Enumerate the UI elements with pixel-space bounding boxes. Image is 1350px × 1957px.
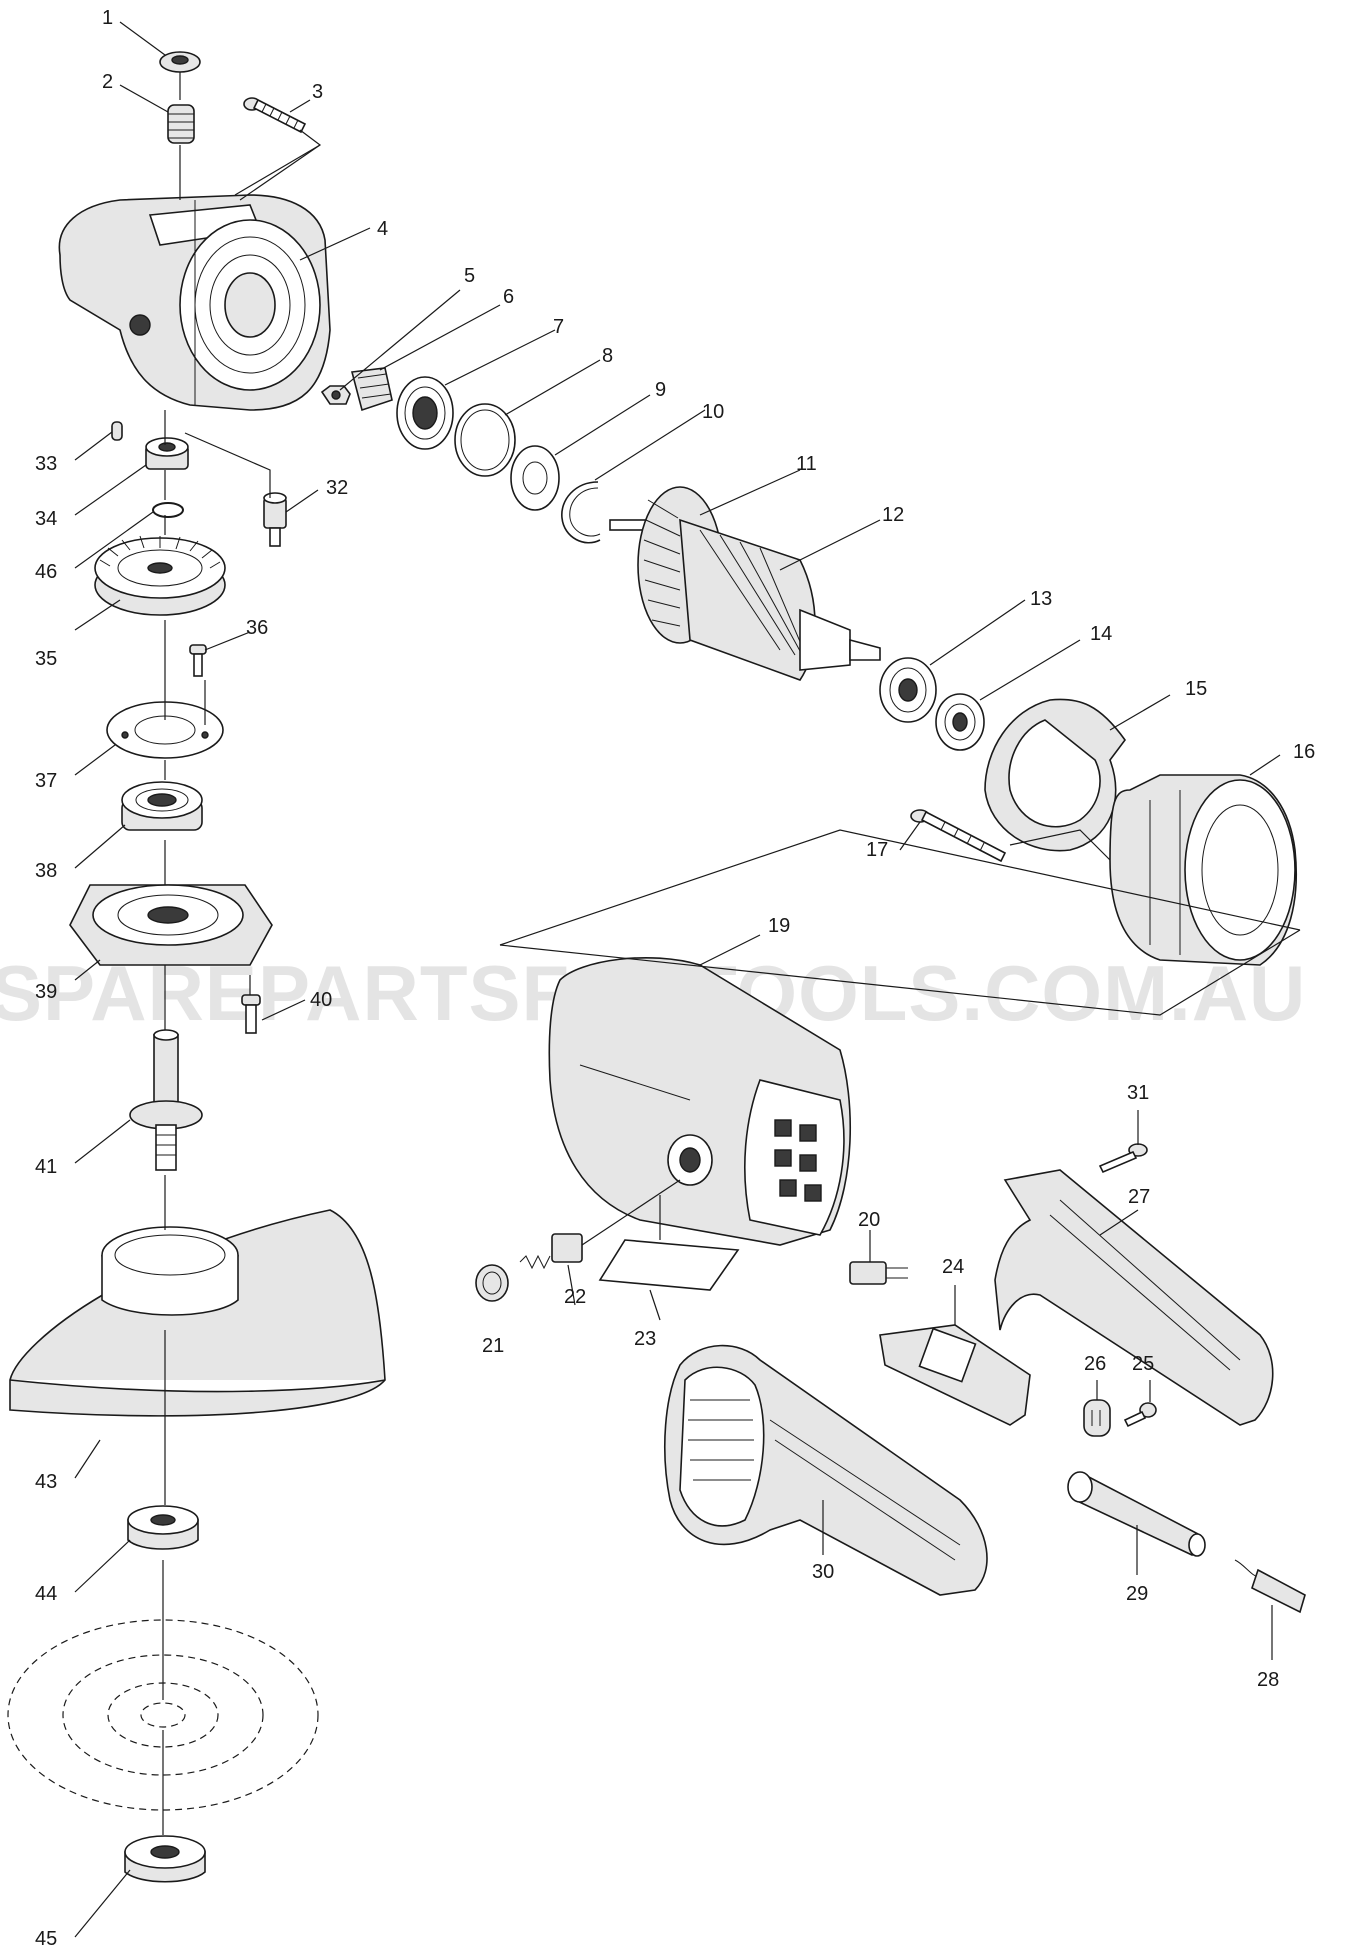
label-38: 38 (35, 860, 57, 882)
label-4: 4 (377, 218, 388, 240)
part-16-field-stator[interactable] (1109, 774, 1298, 966)
part-19-motor-housing[interactable] (548, 957, 852, 1246)
part-37-bearing-plate[interactable] (106, 701, 224, 759)
label-29: 29 (1126, 1583, 1148, 1605)
part-15-baffle-plate[interactable] (984, 698, 1126, 852)
label-21: 21 (482, 1335, 504, 1357)
part-32-shaft-lock[interactable] (263, 492, 287, 547)
part-41-spindle[interactable] (129, 1029, 203, 1171)
part-25-screw[interactable] (1123, 1402, 1157, 1428)
part-9-washer[interactable] (510, 445, 560, 511)
label-13: 13 (1030, 588, 1052, 610)
label-22: 22 (564, 1286, 586, 1308)
part-13-bearing[interactable] (879, 657, 937, 723)
part-27-handle-cover[interactable] (994, 1169, 1274, 1426)
part-40-screw[interactable] (241, 994, 261, 1034)
label-45: 45 (35, 1928, 57, 1950)
part-20-noise-suppressor[interactable] (849, 1261, 908, 1285)
label-6: 6 (503, 286, 514, 308)
label-8: 8 (602, 345, 613, 367)
label-14: 14 (1090, 623, 1112, 645)
label-25: 25 (1132, 1353, 1154, 1375)
part-4-gear-housing[interactable] (58, 194, 331, 411)
label-41: 41 (35, 1156, 57, 1178)
part-39-bearing-box[interactable] (69, 884, 273, 966)
part-6-pinion[interactable] (350, 367, 393, 412)
leader-lines (74, 21, 1301, 1938)
part-21-brush-holder-cap[interactable] (475, 1264, 509, 1302)
label-9: 9 (655, 379, 666, 401)
label-26: 26 (1084, 1353, 1106, 1375)
part-3-screw[interactable] (243, 97, 307, 134)
label-10: 10 (702, 401, 724, 423)
part-5-nut[interactable] (320, 385, 351, 405)
part-17-screw[interactable] (910, 809, 1007, 863)
part-29-side-grip[interactable] (1067, 1471, 1206, 1557)
part-number-labels: 1 2 3 4 5 6 7 8 9 10 11 12 13 14 15 16 1… (35, 7, 1315, 1950)
label-3: 3 (312, 81, 323, 103)
part-1-cap[interactable] (159, 51, 201, 73)
label-34: 34 (35, 508, 57, 530)
part-22-carbon-brush[interactable] (519, 1233, 583, 1270)
label-39: 39 (35, 981, 57, 1003)
part-14-bearing[interactable] (935, 693, 985, 751)
label-1: 1 (102, 7, 113, 29)
label-17: 17 (866, 839, 888, 861)
label-20: 20 (858, 1209, 880, 1231)
part-36-screw[interactable] (189, 644, 207, 677)
label-24: 24 (942, 1256, 964, 1278)
label-19: 19 (768, 915, 790, 937)
part-11-12-armature-with-fan[interactable] (609, 486, 881, 681)
part-38-bearing[interactable] (121, 781, 203, 831)
part-46-circlip[interactable] (152, 502, 184, 518)
part-34-bearing[interactable] (145, 437, 189, 470)
label-40: 40 (310, 989, 332, 1011)
label-7: 7 (553, 316, 564, 338)
label-46: 46 (35, 561, 57, 583)
label-16: 16 (1293, 741, 1315, 763)
label-32: 32 (326, 477, 348, 499)
part-35-bevel-gear[interactable] (94, 535, 226, 616)
label-35: 35 (35, 648, 57, 670)
label-31: 31 (1127, 1082, 1149, 1104)
part-8-ring[interactable] (454, 403, 516, 477)
part-43-wheel-guard[interactable] (9, 1209, 386, 1417)
label-36: 36 (246, 617, 268, 639)
part-28-cord[interactable] (1234, 1559, 1306, 1614)
part-26-strain-relief[interactable] (1083, 1399, 1111, 1437)
label-30: 30 (812, 1561, 834, 1583)
label-33: 33 (35, 453, 57, 475)
part-33-pin[interactable] (111, 421, 123, 441)
label-44: 44 (35, 1583, 57, 1605)
part-23-label[interactable] (598, 1239, 740, 1291)
part-45-lock-nut[interactable] (124, 1835, 206, 1883)
part-2-spring[interactable] (167, 104, 195, 144)
label-2: 2 (102, 71, 113, 93)
label-23: 23 (634, 1328, 656, 1350)
part-31-screw[interactable] (1098, 1143, 1148, 1174)
label-12: 12 (882, 504, 904, 526)
part-24-switch[interactable] (879, 1324, 1031, 1426)
label-5: 5 (464, 265, 475, 287)
part-44-inner-flange[interactable] (127, 1505, 199, 1550)
part-10-retaining-ring[interactable] (561, 481, 601, 544)
label-28: 28 (1257, 1669, 1279, 1691)
label-37: 37 (35, 770, 57, 792)
label-27: 27 (1128, 1186, 1150, 1208)
label-11: 11 (796, 453, 817, 475)
part-7-bearing[interactable] (396, 376, 454, 450)
label-15: 15 (1185, 678, 1207, 700)
label-43: 43 (35, 1471, 57, 1493)
part-30-rear-handle[interactable] (664, 1344, 988, 1596)
